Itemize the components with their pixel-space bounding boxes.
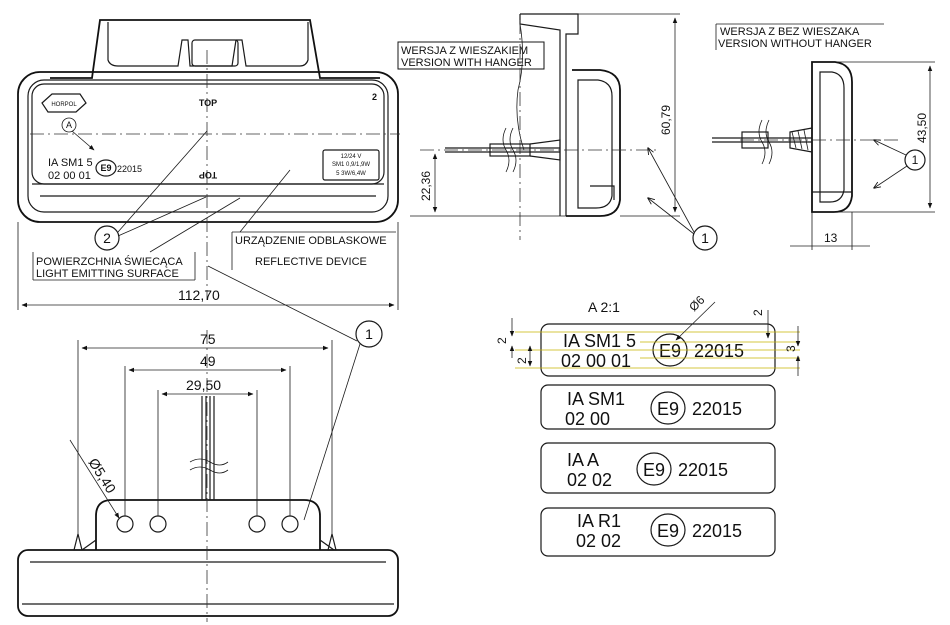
svg-text:22015: 22015 <box>692 521 742 541</box>
detail-a: A 2:1 IA SM1 5 02 00 01 E9 22015 2 2 2 3… <box>495 293 801 557</box>
dim-2-a: 2 <box>495 337 509 344</box>
top-label: TOP <box>199 98 217 108</box>
svg-text:02 02: 02 02 <box>576 531 621 551</box>
les-label-pl: POWIERZCHNIA ŚWIECĄCA <box>36 255 183 268</box>
lamp-body <box>17 71 399 223</box>
dim-2950: 29,50 <box>186 377 221 393</box>
bottom-view: 75 49 29,50 Ø5,40 1 <box>17 265 399 622</box>
top-label-mirrored: TOP <box>199 170 217 180</box>
dim-2-b: 2 <box>515 357 529 364</box>
svg-text:E9: E9 <box>657 399 679 419</box>
width-dim: 112,70 <box>178 287 220 303</box>
code-line1: IA SM1 5 <box>48 157 93 169</box>
plate-2 <box>540 384 776 430</box>
hanger-callout-1 <box>692 225 718 251</box>
svg-text:02 00 01: 02 00 01 <box>561 351 631 371</box>
svg-text:22015: 22015 <box>678 460 728 480</box>
hanger-label-pl: WERSJA Z WIESZAKIEM <box>401 45 528 57</box>
plate-3 <box>540 442 776 494</box>
approval-number: 22015 <box>117 164 142 174</box>
no-hanger-height-dim: 43,50 <box>915 113 929 143</box>
dim-3: 3 <box>784 345 798 352</box>
e9-mark <box>95 159 117 177</box>
svg-text:SM1 0,9/1,9W: SM1 0,9/1,9W <box>332 162 370 168</box>
side-view-no-hanger: WERSJA Z BEZ WIESZAKA VERSION WITHOUT HA… <box>712 23 935 250</box>
svg-text:12/24 V: 12/24 V <box>341 154 362 160</box>
svg-text:2: 2 <box>103 230 111 246</box>
plate-4 <box>540 507 776 557</box>
reflex-label-pl: URZĄDZENIE ODBLASKOWE <box>235 235 387 247</box>
svg-text:1: 1 <box>701 230 709 246</box>
svg-text:HORPOL: HORPOL <box>51 102 77 108</box>
hanger-offset-dim: 22,36 <box>419 171 433 201</box>
callout-2 <box>94 225 120 251</box>
svg-text:E9: E9 <box>643 460 665 480</box>
svg-text:IA R1: IA R1 <box>577 511 621 531</box>
number-2: 2 <box>372 92 377 102</box>
svg-text:02 02: 02 02 <box>567 470 612 490</box>
dim-hole: Ø5,40 <box>85 455 119 496</box>
hanger-height-dim: 60,79 <box>659 105 673 135</box>
hole-1 <box>116 515 134 533</box>
bottom-callout-1 <box>355 320 383 348</box>
no-hanger-label-en: VERSION WITHOUT HANGER <box>718 38 872 50</box>
svg-text:IA SM1: IA SM1 <box>567 389 625 409</box>
dim-49: 49 <box>200 353 216 369</box>
side-view-hanger: WERSJA Z WIESZAKIEM VERSION WITH HANGER … <box>397 13 718 251</box>
svg-text:5 3W/6,4W: 5 3W/6,4W <box>336 171 366 177</box>
spec-box <box>322 149 380 181</box>
hanger-label-en: VERSION WITH HANGER <box>401 57 532 69</box>
no-hanger-callout-1 <box>904 149 926 171</box>
logo-badge: HORPOL <box>41 93 87 113</box>
code-line2: 02 00 01 <box>48 170 91 182</box>
svg-text:IA A: IA A <box>567 450 599 470</box>
pin-right <box>327 533 337 551</box>
hanger-outline <box>50 19 380 79</box>
dim-2-c: 2 <box>751 309 765 316</box>
reflex-label-en: REFLECTIVE DEVICE <box>255 256 367 268</box>
les-label-en: LIGHT EMITTING SURFACE <box>36 268 179 280</box>
dim-dia-6: Ø6 <box>686 293 707 314</box>
svg-text:22015: 22015 <box>694 341 744 361</box>
svg-text:IA SM1 5: IA SM1 5 <box>563 331 636 351</box>
no-hanger-label-pl: WERSJA Z BEZ WIESZAKA <box>720 26 860 38</box>
svg-text:E9: E9 <box>659 341 681 361</box>
svg-text:02 00: 02 00 <box>565 409 610 429</box>
detail-marker-a <box>61 117 77 133</box>
svg-text:A: A <box>66 120 72 130</box>
svg-text:1: 1 <box>912 153 919 167</box>
svg-text:22015: 22015 <box>692 399 742 419</box>
hole-2 <box>149 515 167 533</box>
no-hanger-depth-dim: 13 <box>824 231 838 245</box>
hole-3 <box>248 515 266 533</box>
lamp-base <box>17 549 399 617</box>
pin-left <box>73 533 83 551</box>
svg-text:E9: E9 <box>100 163 111 173</box>
svg-text:1: 1 <box>365 326 373 342</box>
hole-4 <box>281 515 299 533</box>
detail-title: A 2:1 <box>588 299 620 315</box>
front-view: HORPOL TOP TOP 2 A IA SM1 5 02 00 01 E9 … <box>17 19 400 310</box>
dim-75: 75 <box>200 331 216 347</box>
svg-text:E9: E9 <box>657 521 679 541</box>
